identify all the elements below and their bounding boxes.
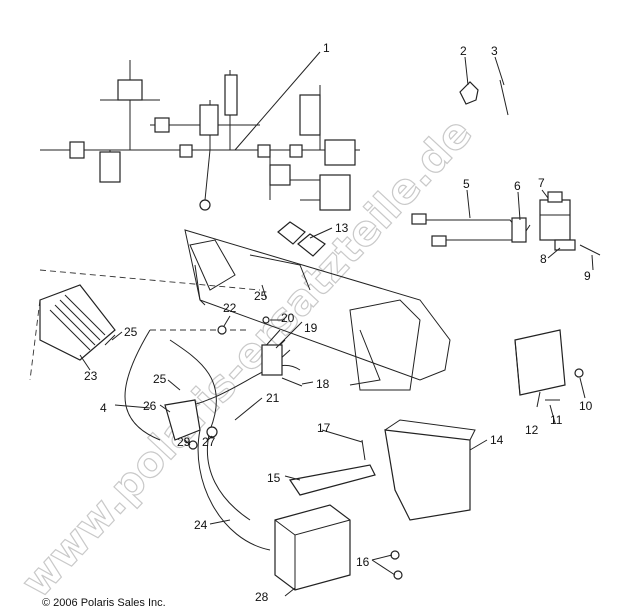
callout-22: 22 [223,301,237,315]
part-16-terminals [390,550,403,580]
part-29-nut [188,440,198,450]
part-10-nut [574,368,584,378]
part-15-strap [288,464,376,496]
part-14-battery-box [384,419,476,521]
callout-5: 5 [463,177,470,191]
callout-11: 11 [550,413,563,427]
part-19-nut [262,316,270,324]
callout-23: 23 [84,369,98,383]
part-3-tie [499,79,509,116]
part-27-screw [206,426,218,438]
callout-21: 21 [266,391,280,405]
callout-25-frame: 25 [254,289,268,303]
callout-28: 28 [255,590,269,604]
callout-13: 13 [335,221,349,235]
callout-20: 20 [281,311,295,325]
callout-12: 12 [525,423,539,437]
cables-5-6 [411,213,531,247]
callout-7: 7 [538,176,545,190]
callout-17: 17 [317,421,331,435]
callout-9: 9 [584,269,591,283]
part-8-bushing [554,239,576,251]
part-17-bolt [361,439,366,461]
callout-19: 19 [304,321,318,335]
part-20-fuse-holder [261,329,291,376]
part-23-regulator [39,284,116,361]
callout-27: 27 [202,435,216,449]
callout-1: 1 [323,41,330,55]
callout-4: 4 [100,401,107,415]
copyright: © 2006 Polaris Sales Inc. [42,597,166,609]
callouts: 1 2 3 4 5 6 7 8 9 10 11 12 13 14 15 16 1… [84,41,593,604]
callout-16: 16 [356,555,370,569]
part-9-bolt [579,244,601,256]
callout-3: 3 [491,44,498,58]
part-18-bolt [281,377,303,387]
part-28-battery [274,504,351,591]
part-25-bolt-a [104,334,116,346]
part-26-bracket [164,399,201,441]
part-22-nut [217,325,227,335]
part-2-plug [459,81,479,105]
part-13-relays [277,221,326,257]
frame [184,229,451,391]
callout-6: 6 [514,179,521,193]
callout-8: 8 [540,252,547,266]
callout-26: 26 [143,399,157,413]
callout-14: 14 [490,433,504,447]
callout-25-regulator: 25 [124,325,138,339]
leader-lines [79,51,594,597]
callout-15: 15 [267,471,281,485]
callout-10: 10 [579,399,593,413]
callout-25-bracket: 25 [153,372,167,386]
callout-18: 18 [316,377,330,391]
callout-24: 24 [194,518,208,532]
part-11-ecu [514,329,566,396]
wiring-harness [40,60,360,211]
callout-2: 2 [460,44,467,58]
callout-29: 29 [177,435,191,449]
part-7-relay [539,191,571,241]
